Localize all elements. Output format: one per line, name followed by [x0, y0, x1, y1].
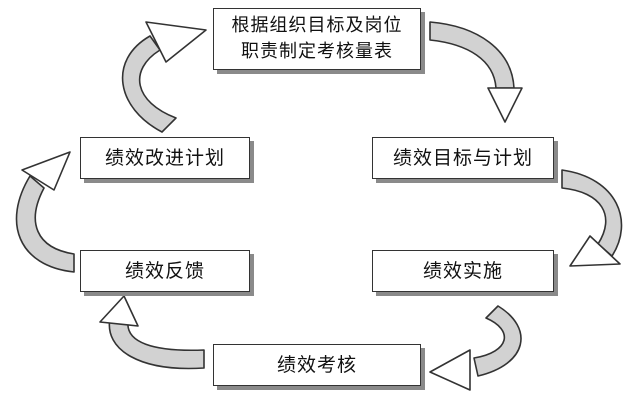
arrow-head — [145, 21, 207, 63]
step-label-goal-and-plan: 绩效目标与计划 — [392, 147, 533, 169]
arrow-body — [108, 317, 205, 370]
arrow-head — [21, 151, 71, 191]
step-label-feedback: 绩效反馈 — [124, 260, 205, 282]
arrow-body — [473, 305, 522, 377]
arrow-feedback-to-improvement — [15, 151, 75, 273]
arrow-head — [429, 349, 471, 391]
arrow-appraisal-to-feedback — [99, 295, 205, 370]
step-label-improvement-plan: 绩效改进计划 — [104, 147, 225, 169]
step-label-implementation: 绩效实施 — [422, 260, 503, 282]
arrow-implementation-to-appraisal — [429, 305, 522, 391]
arrow-improvement-to-top — [121, 21, 207, 133]
arrow-body — [15, 175, 75, 273]
arrow-body — [429, 21, 515, 89]
step-box-implementation: 绩效实施 — [372, 250, 554, 292]
arrow-head — [99, 295, 139, 327]
step-box-appraisal: 绩效考核 — [213, 344, 421, 386]
arrow-top-to-goal-plan — [429, 21, 523, 123]
arrow-head — [487, 87, 523, 123]
step-label-define-appraisal-scale: 根据组织目标及岗位 职责制定考核量表 — [231, 15, 403, 62]
arrow-head — [569, 235, 621, 267]
step-label-appraisal: 绩效考核 — [276, 354, 357, 376]
step-box-feedback: 绩效反馈 — [80, 250, 250, 292]
step-box-define-appraisal-scale: 根据组织目标及岗位 职责制定考核量表 — [213, 8, 421, 70]
step-box-goal-and-plan: 绩效目标与计划 — [372, 137, 554, 179]
arrow-goal-plan-to-implementation — [561, 169, 623, 267]
step-box-improvement-plan: 绩效改进计划 — [80, 137, 250, 179]
arrow-body — [121, 35, 177, 133]
